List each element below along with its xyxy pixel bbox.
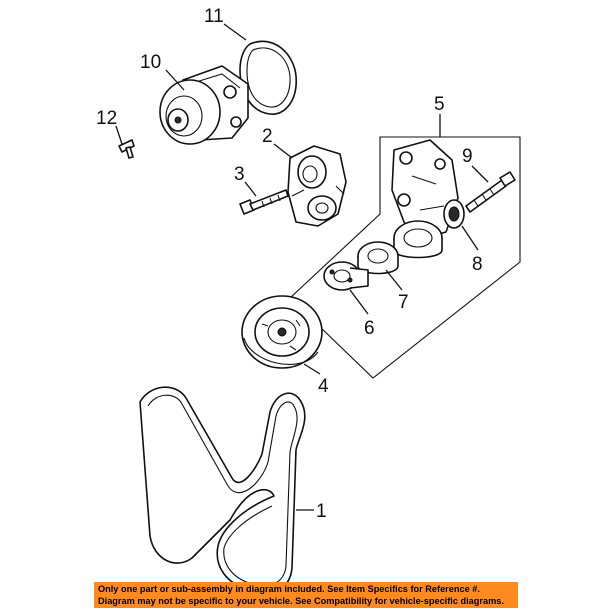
crank-pulley-4 xyxy=(241,295,323,369)
leader-10 xyxy=(165,69,185,91)
disclaimer-banner: Only one part or sub-assembly in diagram… xyxy=(94,582,518,608)
gasket-11 xyxy=(239,40,297,115)
washer-8 xyxy=(443,199,465,229)
leader-2 xyxy=(273,143,293,159)
callout-11: 11 xyxy=(204,6,224,27)
serpentine-belt-1 xyxy=(139,386,306,593)
callout-6: 6 xyxy=(364,318,375,339)
bolt-12 xyxy=(118,139,135,159)
callout-12: 12 xyxy=(96,108,117,129)
callout-5: 5 xyxy=(434,94,445,115)
idler-bracket-5 xyxy=(391,139,459,241)
callout-3: 3 xyxy=(234,164,245,185)
callout-2: 2 xyxy=(262,126,273,147)
callout-9: 9 xyxy=(462,146,473,167)
leader-6 xyxy=(349,289,369,315)
callout-7: 7 xyxy=(398,292,409,313)
tensioner-2 xyxy=(287,145,347,227)
leader-7 xyxy=(385,269,403,291)
leader-12 xyxy=(115,125,123,145)
leader-4 xyxy=(303,363,321,375)
leader-9 xyxy=(471,165,489,183)
leader-3 xyxy=(244,181,257,197)
water-pump-10 xyxy=(159,65,249,145)
bolt-3 xyxy=(239,189,289,215)
disclaimer-line-1: Only one part or sub-assembly in diagram… xyxy=(98,584,480,594)
bolt-9 xyxy=(465,171,516,213)
hub-6 xyxy=(323,261,369,291)
disclaimer-line-2: Diagram may not be specific to your vehi… xyxy=(98,596,504,606)
idler-pulley xyxy=(393,220,443,259)
callout-1: 1 xyxy=(316,501,327,522)
bearing-7 xyxy=(357,241,399,275)
callout-8: 8 xyxy=(472,254,483,275)
callout-4: 4 xyxy=(318,376,329,397)
callout-10: 10 xyxy=(140,52,161,73)
assembly-group-5 xyxy=(289,136,521,379)
leader-8 xyxy=(461,225,479,251)
leader-11 xyxy=(223,23,247,41)
